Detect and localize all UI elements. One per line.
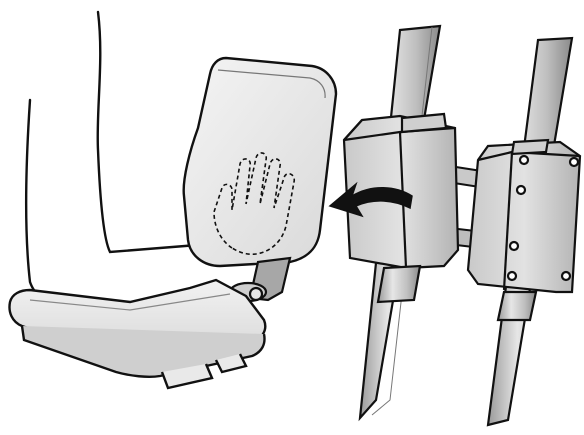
calf-pad: [182, 56, 338, 268]
footplate: [8, 278, 267, 390]
tube-through-clamp: [376, 112, 550, 322]
clamp-block-right: [466, 140, 582, 294]
swing-away-arrow-icon: [328, 181, 413, 218]
hand-symbol-icon: [213, 152, 296, 256]
